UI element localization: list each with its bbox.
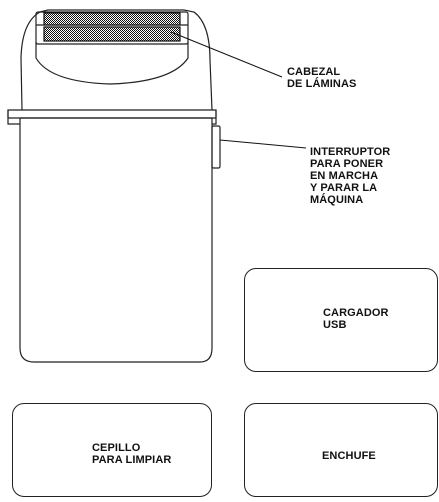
cleaning-brush-box [12,403,212,497]
shaver-head-housing [20,9,213,111]
foil-frame [35,11,189,45]
power-switch [211,125,221,169]
foil-mesh-bottom [43,26,181,42]
leader-power-switch [219,139,307,149]
leader-foil-head [170,31,283,78]
plug-box [244,403,438,497]
label-cleaning-brush: CEPILLO PARA LIMPIAR [92,442,172,466]
label-usb-charger: CARGADOR USB [323,307,389,331]
shaver-body [19,118,213,363]
usb-charger-box [244,268,438,372]
label-power-switch: INTERRUPTOR PARA PONER EN MARCHA Y PARAR… [310,146,391,206]
shaver-icon [7,9,221,363]
foil-mesh-top [43,12,181,26]
shaver-band [7,109,217,119]
label-foil-head: CABEZAL DE LÁMINAS [287,66,357,90]
foil-head-face [35,42,189,85]
label-plug: ENCHUFE [322,450,376,462]
